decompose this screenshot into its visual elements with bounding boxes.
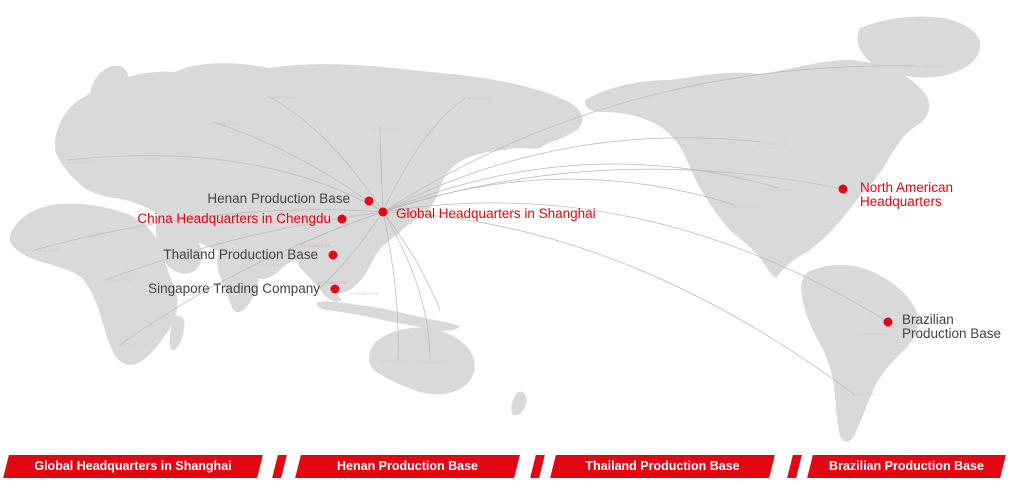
map-watermark: L2 ROBOTICS <box>418 360 447 365</box>
landmass-australia <box>369 327 475 395</box>
label-brazilian-production-base-line-2: Production Base <box>902 326 1001 341</box>
tab-label: Henan Production Base <box>337 459 478 473</box>
tab-global-headquarters-shanghai[interactable]: Global Headquarters in Shanghai <box>3 455 263 478</box>
map-watermark: L2 ROBOTICS <box>764 187 793 192</box>
route-line <box>379 125 384 213</box>
landmass-new-zealand <box>511 391 527 416</box>
route-line <box>382 211 856 396</box>
label-global-hq-shanghai: Global Headquarters in Shanghai <box>396 206 596 221</box>
tab-separator <box>272 455 287 478</box>
label-brazilian-production-base: Brazilian Production Base <box>902 312 1001 341</box>
tab-brazilian-production-base[interactable]: Brazilian Production Base <box>807 455 1006 478</box>
landmass-south-america <box>801 264 919 442</box>
landmass-eurasia <box>55 63 583 293</box>
label-north-american-hq: North American Headquarters <box>860 180 957 209</box>
map-watermark: L2 ROBOTICS <box>732 204 761 209</box>
route-line <box>382 163 779 213</box>
marker-global-hq-shanghai[interactable] <box>378 207 388 217</box>
route-line <box>382 178 736 213</box>
land-masses <box>10 16 981 442</box>
tab-label: Global Headquarters in Shanghai <box>34 459 232 473</box>
label-henan-production-base: Henan Production Base <box>207 191 350 206</box>
route-line <box>382 65 919 213</box>
tab-thailand-production-base[interactable]: Thailand Production Base <box>550 455 775 478</box>
map-watermark: L2 ROBOTICS <box>118 342 147 347</box>
tab-label: Brazilian Production Base <box>829 459 984 473</box>
tab-separator <box>787 455 802 478</box>
map-watermark: L2 ROBOTICS <box>66 160 95 165</box>
map-watermark: L2 ROBOTICS <box>350 291 379 296</box>
route-line <box>382 97 466 213</box>
map-watermark: L2 ROBOTICS <box>32 248 61 253</box>
map-watermark: L2 ROBOTICS <box>104 278 133 283</box>
map-watermark: L2 ROBOTICS <box>266 95 295 100</box>
marker-brazilian-production-base[interactable] <box>883 317 893 327</box>
marker-thailand-production-base[interactable] <box>328 250 338 260</box>
map-watermark: L2 ROBOTICS <box>372 126 401 131</box>
landmass-japan <box>421 148 443 194</box>
landmass-scandinavia <box>90 65 129 103</box>
route-line <box>67 155 384 213</box>
tab-label: Thailand Production Base <box>585 459 740 473</box>
route-line <box>382 211 431 361</box>
label-brazilian-production-base-line-1: Brazilian <box>902 312 954 327</box>
label-north-american-hq-line-2: Headquarters <box>860 194 942 209</box>
tab-henan-production-base[interactable]: Henan Production Base <box>295 455 520 478</box>
location-labels: Global Headquarters in Shanghai Henan Pr… <box>137 180 1001 341</box>
map-watermark: L2 ROBOTICS <box>758 141 787 146</box>
label-thailand-production-base: Thailand Production Base <box>163 247 318 262</box>
route-line <box>319 211 384 289</box>
landmass-greenland <box>857 16 981 78</box>
marker-singapore-trading-company[interactable] <box>330 284 340 294</box>
route-line <box>267 95 384 213</box>
map-watermark: L2 ROBOTICS <box>380 358 409 363</box>
world-map: L2 ROBOTICS L2 ROBOTICS L2 ROBOTICS L2 R… <box>10 16 1001 442</box>
landmass-india <box>217 249 259 313</box>
route-line <box>104 211 384 281</box>
marker-china-hq-chengdu[interactable] <box>337 214 347 224</box>
map-watermark: L2 ROBOTICS <box>846 392 875 397</box>
route-lines <box>33 65 919 396</box>
route-line <box>382 211 441 311</box>
landmass-madagascar <box>169 315 185 351</box>
label-singapore-trading-company: Singapore Trading Company <box>148 281 320 296</box>
map-watermark: L2 ROBOTICS <box>461 96 490 101</box>
route-line <box>382 211 399 361</box>
route-line <box>382 202 889 323</box>
marker-henan-production-base[interactable] <box>364 196 374 206</box>
landmass-north-america <box>584 60 930 278</box>
tab-separator <box>530 455 545 478</box>
landmass-indonesia <box>316 301 460 331</box>
route-line <box>299 211 384 246</box>
route-line <box>33 209 384 251</box>
map-watermark: L2 ROBOTICS <box>318 280 347 285</box>
marker-north-american-hq[interactable] <box>838 184 848 194</box>
map-watermark: L2 ROBOTICS <box>211 121 240 126</box>
route-line <box>382 137 761 213</box>
route-line <box>212 121 384 213</box>
location-markers <box>328 184 893 327</box>
watermarks: L2 ROBOTICS L2 ROBOTICS L2 ROBOTICS L2 R… <box>32 64 945 397</box>
landmass-africa <box>10 203 178 365</box>
map-watermark: L2 ROBOTICS <box>916 64 945 69</box>
map-watermark: L2 ROBOTICS <box>251 262 280 267</box>
map-watermark: L2 ROBOTICS <box>858 331 887 336</box>
map-watermark: L2 ROBOTICS <box>302 243 331 248</box>
label-north-american-hq-line-1: North American <box>860 180 953 195</box>
label-china-hq-chengdu: China Headquarters in Chengdu <box>137 211 331 226</box>
